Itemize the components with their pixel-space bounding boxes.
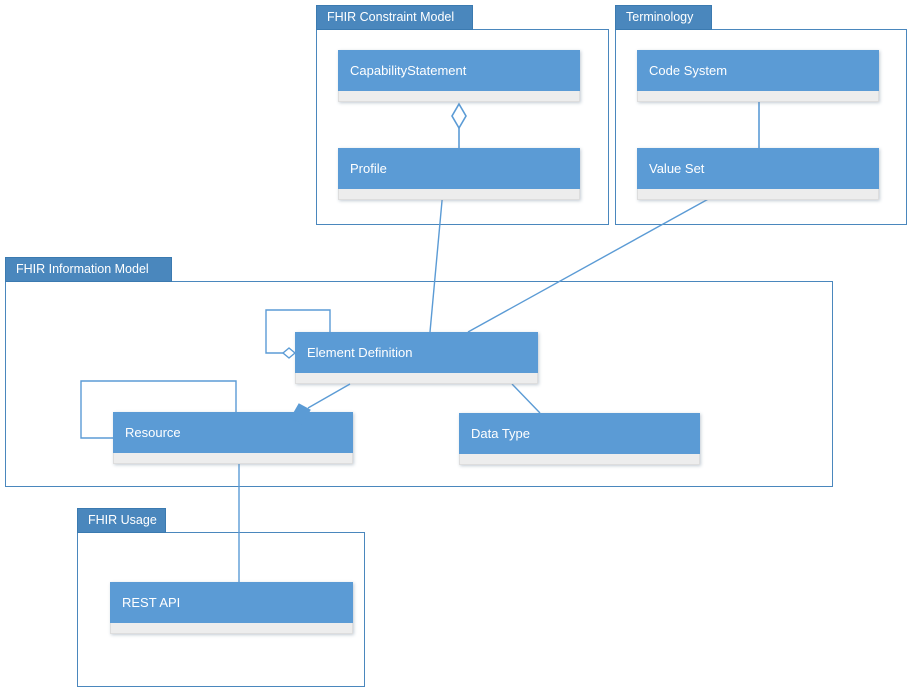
class-node-footer <box>637 91 879 102</box>
class-node-resource[interactable]: Resource <box>113 412 353 464</box>
class-label-rest-api: REST API <box>122 595 181 610</box>
class-node-footer <box>338 189 580 200</box>
class-node-footer <box>295 373 538 384</box>
package-body-fhir-usage <box>77 532 365 687</box>
class-label-data-type: Data Type <box>471 426 531 441</box>
package-label-terminology: Terminology <box>626 10 694 25</box>
class-node-header: Value Set <box>637 148 879 189</box>
class-label-value-set: Value Set <box>649 161 705 176</box>
package-body-terminology <box>615 29 907 225</box>
class-node-value-set[interactable]: Value Set <box>637 148 879 200</box>
class-node-header: Code System <box>637 50 879 91</box>
class-node-profile[interactable]: Profile <box>338 148 580 200</box>
class-node-header: Element Definition <box>295 332 538 373</box>
class-label-resource: Resource <box>125 425 181 440</box>
class-node-rest-api[interactable]: REST API <box>110 582 353 634</box>
class-node-footer <box>459 454 700 465</box>
class-node-footer <box>113 453 353 464</box>
class-node-footer <box>110 623 353 634</box>
class-label-element-definition: Element Definition <box>307 345 413 360</box>
class-node-data-type[interactable]: Data Type <box>459 413 700 465</box>
package-tab-terminology[interactable]: Terminology <box>615 5 712 30</box>
class-node-capability-statement[interactable]: CapabilityStatement <box>338 50 580 102</box>
package-tab-fhir-constraint-model[interactable]: FHIR Constraint Model <box>316 5 473 30</box>
class-node-header: Resource <box>113 412 353 453</box>
class-node-header: Profile <box>338 148 580 189</box>
package-label-fhir-usage: FHIR Usage <box>88 513 157 528</box>
class-node-code-system[interactable]: Code System <box>637 50 879 102</box>
class-node-header: CapabilityStatement <box>338 50 580 91</box>
class-node-element-definition[interactable]: Element Definition <box>295 332 538 384</box>
package-label-fhir-constraint-model: FHIR Constraint Model <box>327 10 455 25</box>
package-tab-fhir-information-model[interactable]: FHIR Information Model <box>5 257 172 282</box>
class-node-header: Data Type <box>459 413 700 454</box>
class-label-profile: Profile <box>350 161 387 176</box>
class-label-code-system: Code System <box>649 63 728 78</box>
package-body-fhir-information-model <box>5 281 833 487</box>
class-node-footer <box>338 91 580 102</box>
package-label-fhir-information-model: FHIR Information Model <box>16 262 149 277</box>
class-node-footer <box>637 189 879 200</box>
package-tab-fhir-usage[interactable]: FHIR Usage <box>77 508 166 533</box>
class-node-header: REST API <box>110 582 353 623</box>
class-label-capability-statement: CapabilityStatement <box>350 63 467 78</box>
